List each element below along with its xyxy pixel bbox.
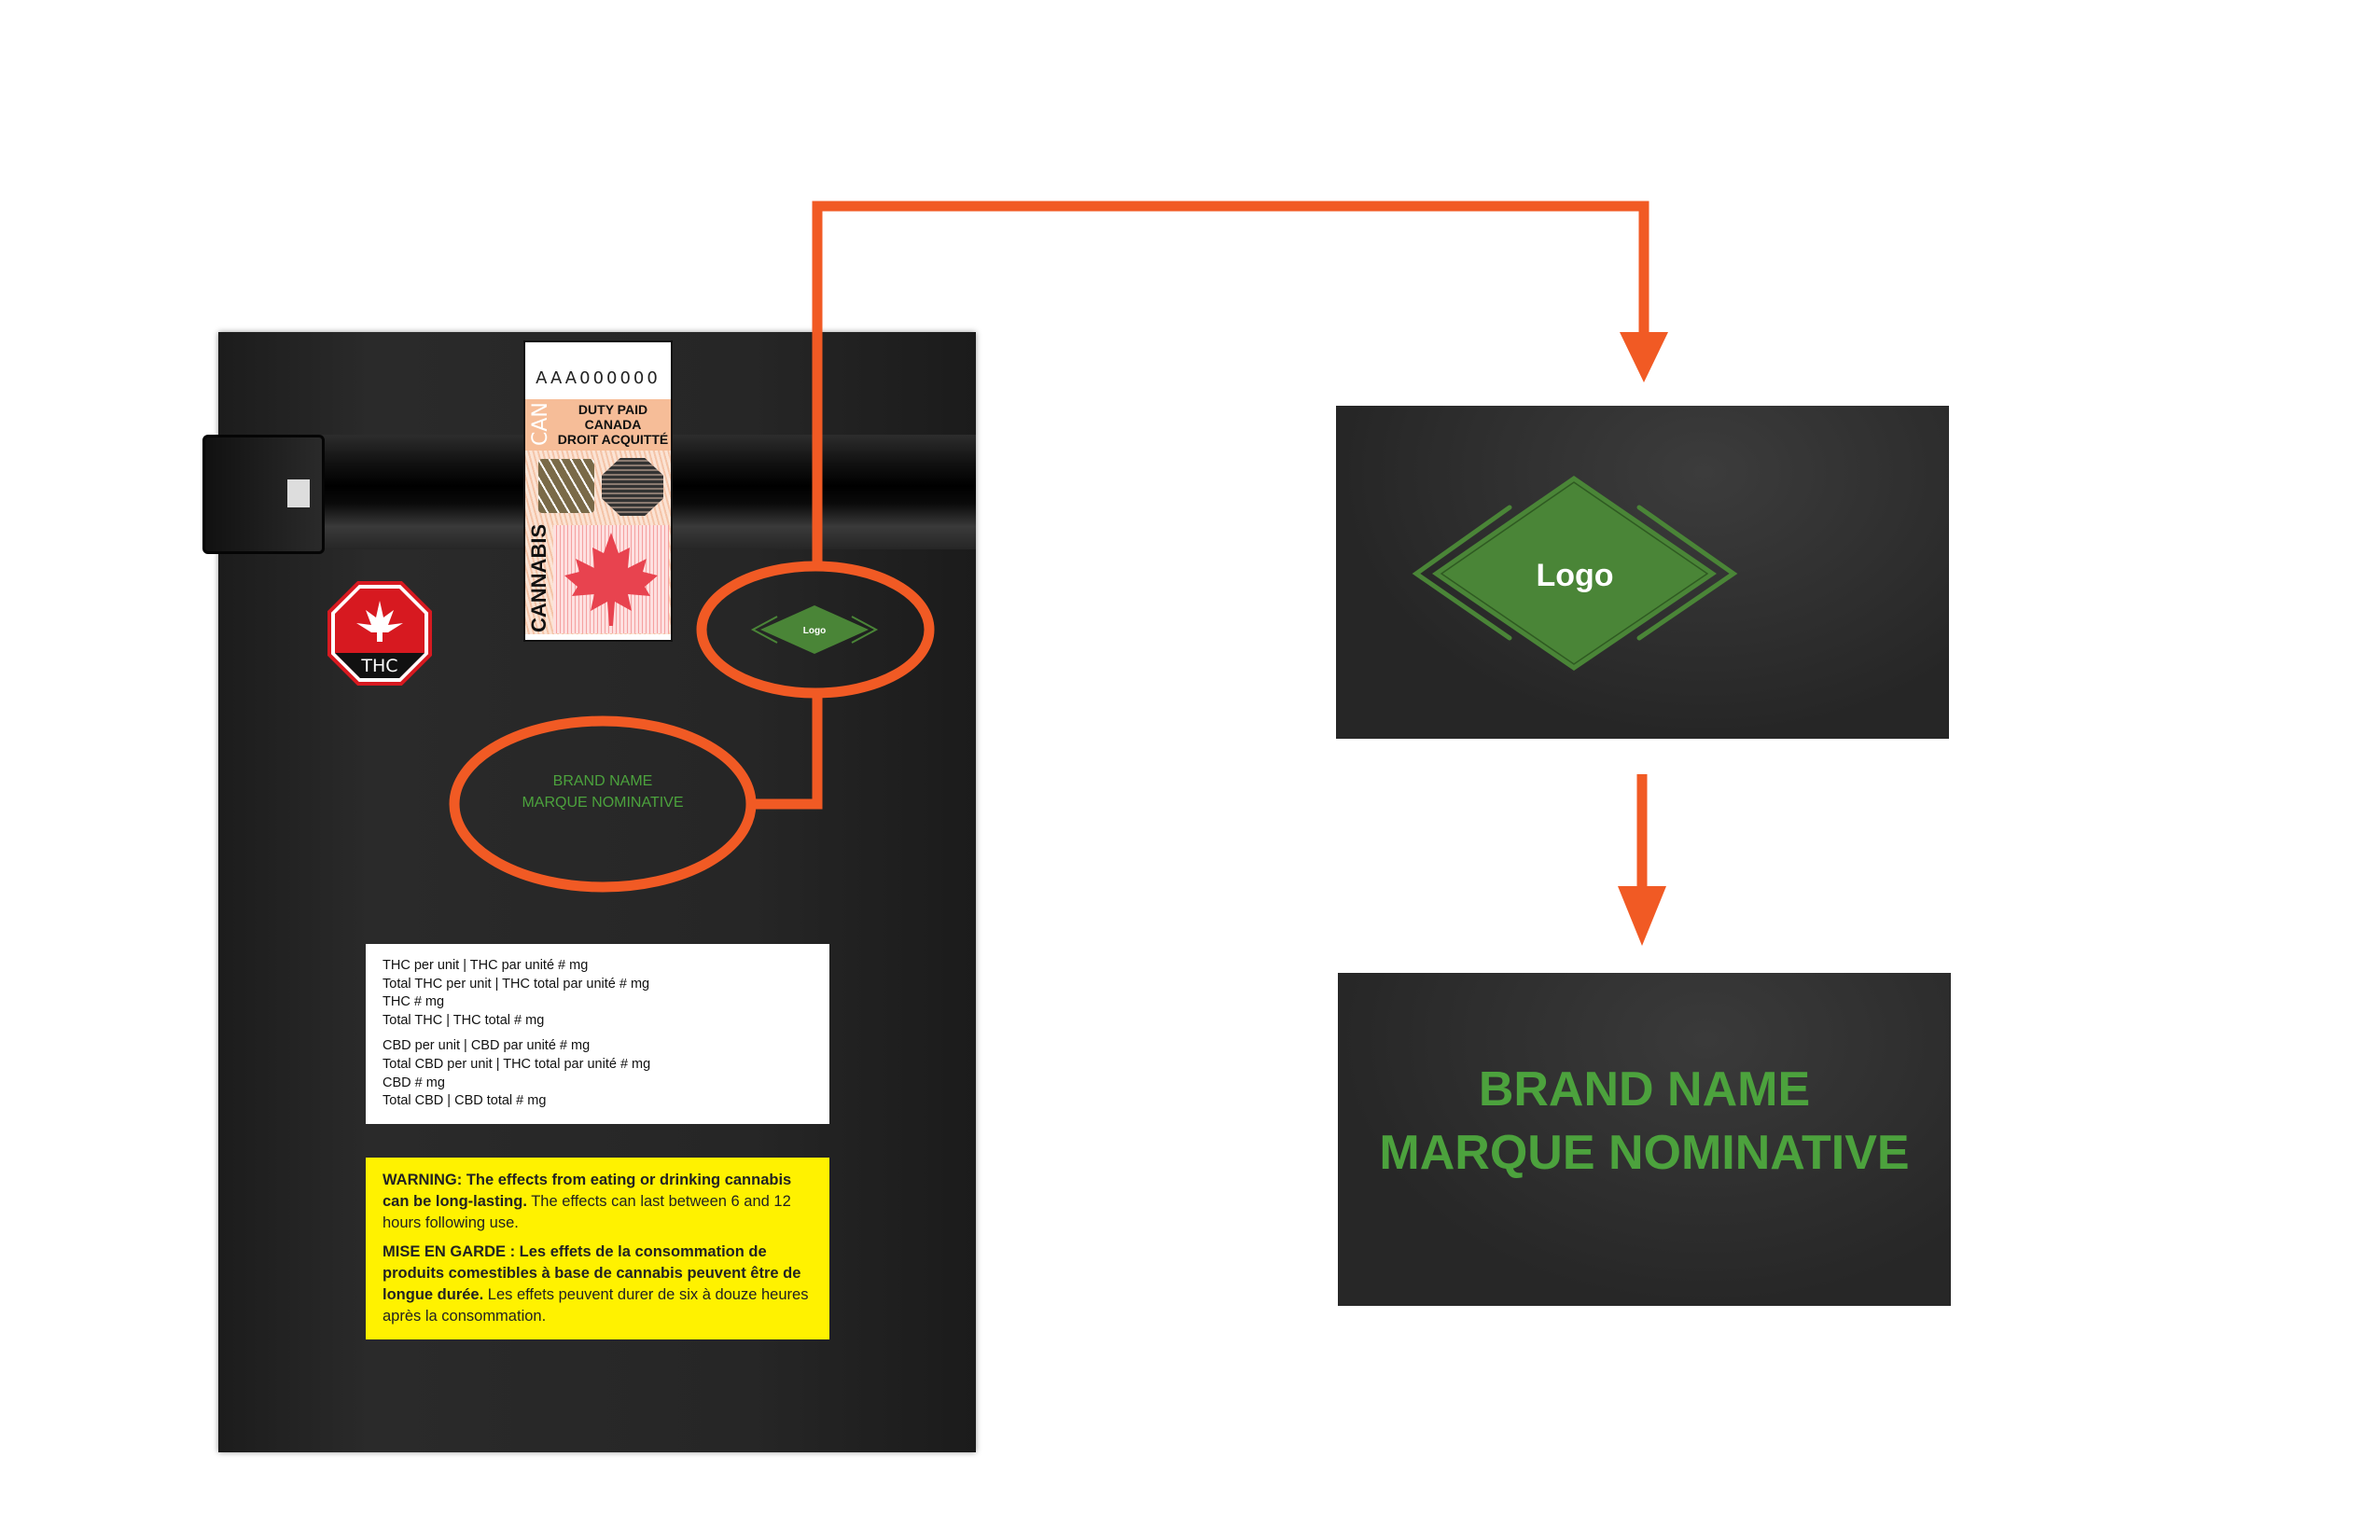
stamp-cannabis-label: CANNABIS	[527, 523, 550, 632]
thc-warning-symbol: THC	[327, 581, 432, 686]
warning-en-bold: WARNING: The effects from eating or drin…	[383, 1172, 792, 1210]
logo-small: Logo	[750, 605, 879, 654]
thc-line: Total THC per unit | THC total par unité…	[383, 976, 650, 992]
health-warning: WARNING: The effects from eating or drin…	[366, 1158, 829, 1339]
cbd-line: CBD # mg	[383, 1075, 445, 1090]
stamp-serial: AAA000000	[536, 368, 661, 388]
svg-text:THC: THC	[360, 656, 397, 676]
stamp-coin-icon	[602, 458, 663, 516]
thc-line: THC # mg	[383, 994, 445, 1010]
maple-leaf-icon	[564, 533, 658, 626]
arrow-down-icon	[1620, 332, 1668, 382]
arrow-down-icon	[1618, 886, 1666, 946]
warning-fr-text: Les effets peuvent durer de six à douze …	[383, 1286, 809, 1325]
cbd-line: Total CBD per unit | THC total par unité…	[383, 1056, 651, 1072]
cannabis-leaf-icon	[356, 601, 403, 642]
brand-name-french-large: MARQUE NOMINATIVE	[1379, 1126, 1910, 1180]
svg-text:Logo: Logo	[803, 626, 826, 636]
thc-line: THC per unit | THC par unité # mg	[383, 958, 589, 973]
logo-large: Logo	[1412, 476, 1738, 671]
zipper-pull	[202, 435, 325, 554]
stamp-pattern-icon	[538, 459, 594, 513]
logo-detail-panel: Logo	[1336, 406, 1949, 739]
cbd-line: CBD per unit | CBD par unité # mg	[383, 1038, 591, 1054]
potency-label: THC per unit | THC par unité # mg Total …	[366, 944, 829, 1124]
warning-en-text: The effects can last between 6 and 12 ho…	[383, 1193, 791, 1231]
warning-fr-bold: MISE EN GARDE : Les effets de la consomm…	[383, 1243, 801, 1303]
svg-text:Logo: Logo	[1536, 558, 1613, 593]
stamp-can-label: CAN	[529, 402, 552, 447]
brand-name-large: BRAND NAME	[1478, 1062, 1811, 1117]
thc-line: Total THC | THC total # mg	[383, 1012, 545, 1028]
cbd-line: Total CBD | CBD total # mg	[383, 1093, 547, 1109]
brand-name-detail-panel: BRAND NAME MARQUE NOMINATIVE	[1338, 973, 1951, 1306]
